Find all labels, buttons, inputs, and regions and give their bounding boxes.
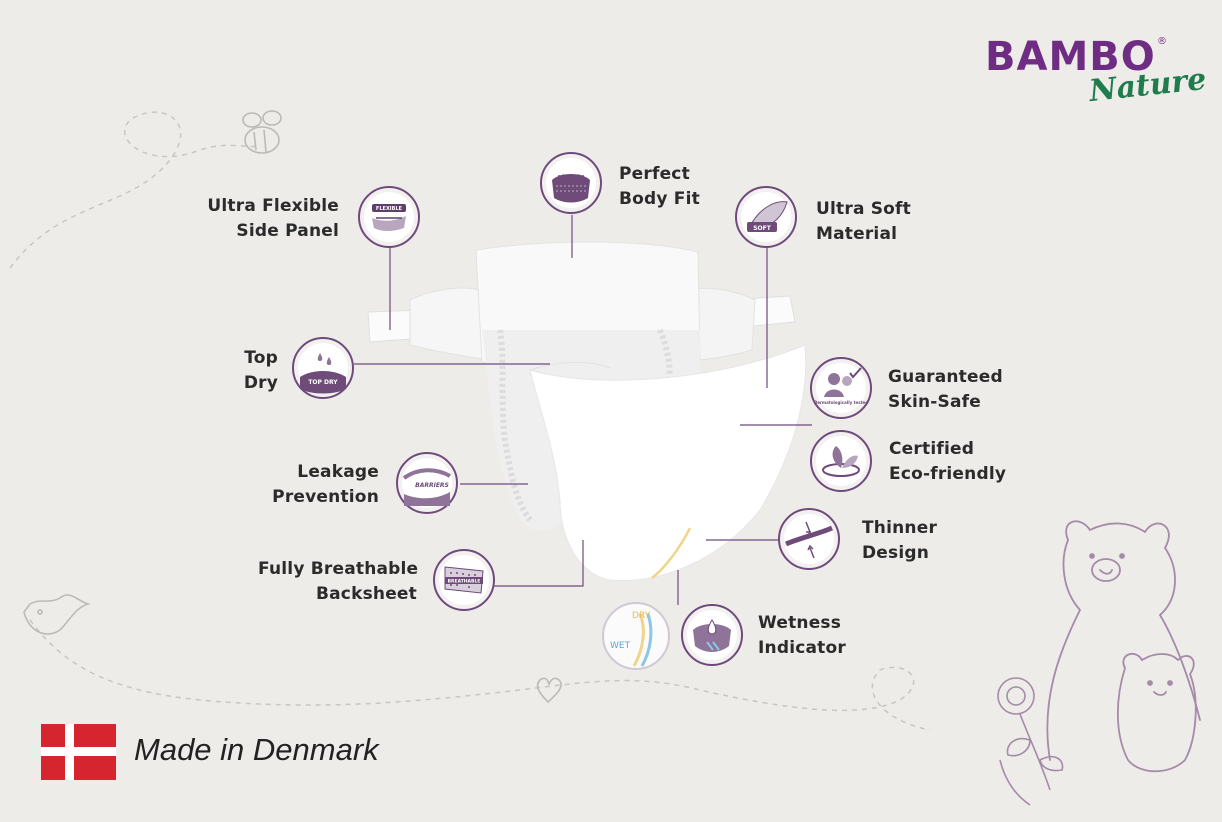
barriers-icon-text: BARRIERS — [415, 482, 449, 489]
feature-wetness-label: Wetness Indicator — [758, 611, 858, 661]
label-line: Certified — [889, 439, 975, 459]
registered-mark: ® — [1157, 36, 1167, 47]
feature-ultra-soft-label: Ultra Soft Material — [816, 197, 936, 247]
feature-breathable-label: Fully Breathable Backsheet — [258, 557, 419, 607]
dashed-trail-bottom — [29, 619, 931, 731]
label-line: Ultra Flexible — [207, 196, 339, 216]
label-line: Eco-friendly — [889, 464, 1007, 484]
flexible-icon: FLEXIBLE — [358, 186, 420, 248]
feature-leakage-label: Leakage Prevention — [258, 460, 379, 510]
feature-top-dry-label: Top Dry — [220, 346, 278, 396]
leader-lines — [354, 215, 812, 605]
dermatologically-icon-text: Dermatologically tested — [814, 400, 868, 405]
label-line: Wetness — [758, 613, 842, 633]
label-line: Material — [816, 224, 898, 244]
breathable-icon-text: BREATHABLE — [448, 579, 481, 585]
brand-name: BAMBO — [985, 34, 1156, 80]
bears-doodle — [1046, 520, 1201, 773]
label-line: Backsheet — [315, 584, 417, 604]
soft-icon: SOFT — [735, 186, 797, 248]
feature-ultra-flexible-label: Ultra Flexible Side Panel — [196, 194, 339, 244]
brand-logo: BAMBO ® Nature — [985, 34, 1208, 114]
label-line: Prevention — [272, 487, 379, 507]
label-line: Ultra Soft — [816, 199, 911, 219]
label-line: Top — [244, 348, 278, 368]
label-line: Guaranteed — [888, 367, 1003, 387]
bee-doodle — [242, 110, 282, 154]
top-dry-icon: TOP DRY — [292, 337, 354, 399]
label-line: Side Panel — [236, 221, 339, 241]
feature-perfect-fit-label: Perfect Body Fit — [619, 162, 739, 212]
denmark-flag-icon — [41, 724, 116, 780]
wetness-drop-icon — [681, 604, 743, 666]
flexible-icon-text: FLEXIBLE — [376, 206, 403, 212]
heart-doodle — [536, 677, 562, 704]
breathable-icon: BREATHABLE — [433, 549, 495, 611]
label-line: Skin-Safe — [888, 392, 981, 412]
thin-layer-icon — [778, 508, 840, 570]
top-dry-icon-text: TOP DRY — [308, 379, 338, 386]
soft-icon-text: SOFT — [753, 225, 772, 232]
body-fit-icon — [540, 152, 602, 214]
bird-doodle — [23, 594, 91, 635]
label-line: Leakage — [297, 462, 379, 482]
label-line: Fully Breathable — [258, 559, 419, 579]
label-line: Dry — [243, 373, 278, 393]
indicator-wet-text: WET — [610, 641, 631, 651]
made-in-text: Made in Denmark — [134, 732, 379, 767]
label-line: Thinner — [862, 518, 938, 538]
dermatologically-tested-icon: Dermatologically tested — [810, 357, 872, 419]
feature-thinner-label: Thinner Design — [862, 516, 962, 566]
flower-doodle — [997, 677, 1064, 806]
diaper-illustration — [367, 241, 807, 582]
leaf-icon — [810, 430, 872, 492]
label-line: Indicator — [758, 638, 846, 658]
barriers-icon: BARRIERS — [396, 452, 458, 514]
dashed-trail-top — [9, 111, 261, 269]
label-line: Body Fit — [619, 189, 700, 209]
label-line: Design — [862, 543, 930, 563]
feature-skin-safe-label: Guaranteed Skin-Safe — [888, 365, 1018, 415]
wetness-inset: DRY WET — [602, 602, 670, 670]
feature-eco-label: Certified Eco-friendly — [889, 437, 1029, 487]
indicator-dry-text: DRY — [632, 611, 651, 621]
label-line: Perfect — [619, 164, 690, 184]
